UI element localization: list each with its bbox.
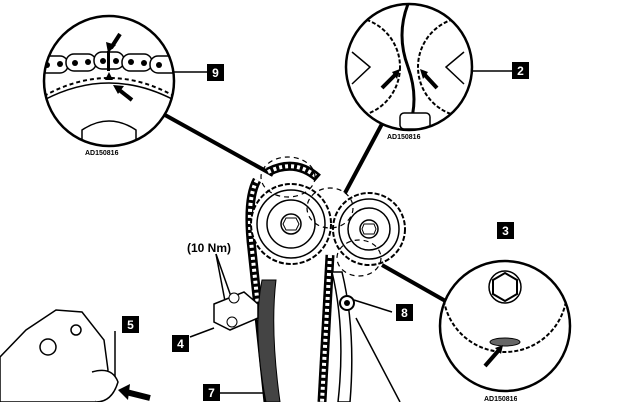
callout-7: 7 [203,384,220,401]
callout-8: 8 [396,304,413,321]
detail-9-code: AD150816 [85,150,119,157]
engine-housing [0,309,119,402]
detail-3-magnifier [440,261,570,391]
detail-2-magnifier [346,4,472,130]
left-camshaft-sprocket [250,183,332,265]
torque-spec: (10 Nm) [187,241,232,255]
left-chain-guide [257,279,281,402]
callout-9: 9 [207,64,224,81]
direction-arrow [118,384,151,401]
callout-4: 4 [172,335,189,352]
detail-2-code: AD150816 [387,134,421,141]
callout-2: 2 [512,62,529,79]
guide-bolt [339,295,355,311]
callout-5: 5 [122,316,139,333]
leader-lines [114,70,512,402]
detail-9-outline [42,14,176,148]
detail-2-outline [344,2,474,132]
detail-3-outline [438,259,572,393]
detail-9-magnifier [44,16,174,146]
chain-tensioner [213,291,259,331]
right-chain-guide [331,271,353,402]
chain-loop [245,161,335,402]
right-camshaft-sprocket [332,192,406,266]
callout-3: 3 [497,222,514,239]
detail-3-code: AD150816 [484,396,518,402]
highlight-circles [260,156,382,277]
